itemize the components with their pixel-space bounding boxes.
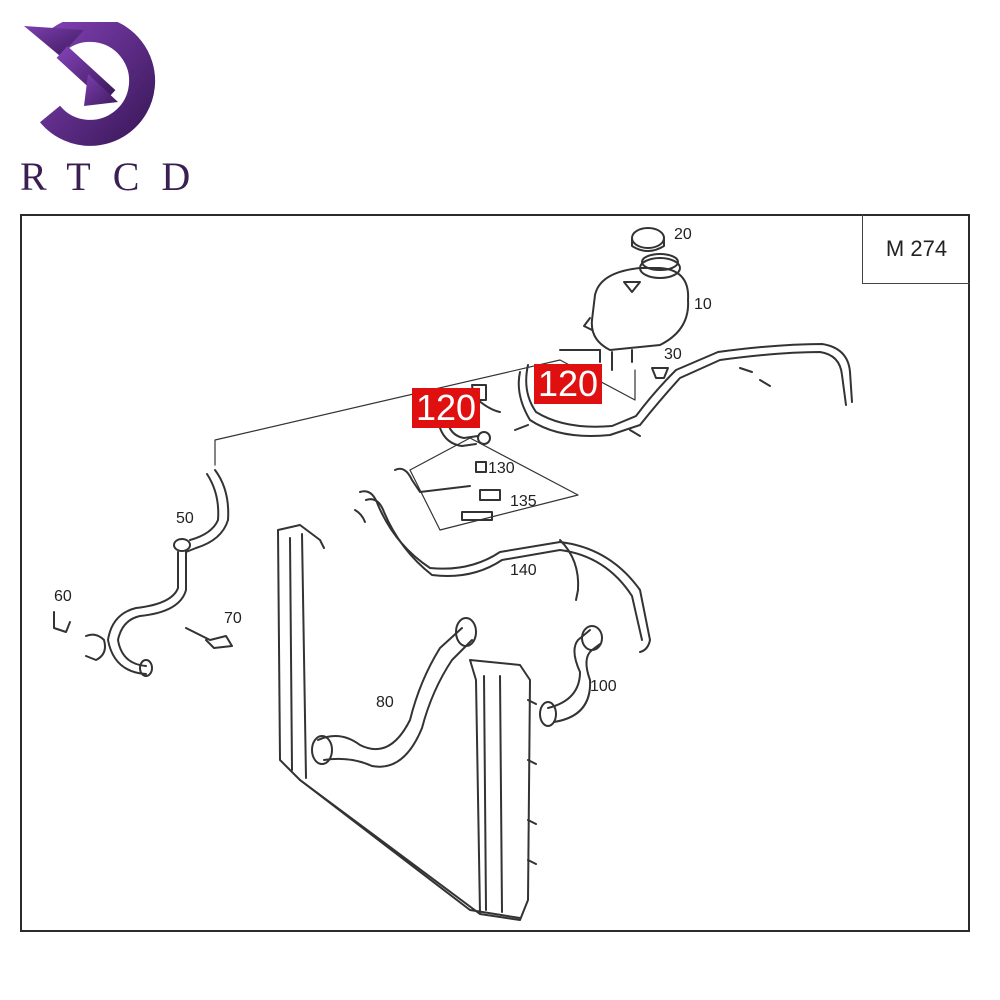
hose-50-part	[107, 469, 230, 677]
callout-100: 100	[590, 678, 617, 695]
tank-hose-line	[514, 343, 853, 437]
callout-70: 70	[224, 610, 242, 627]
callout-135: 135	[510, 493, 537, 510]
callout-80: 80	[376, 694, 394, 711]
callout-140: 140	[510, 562, 537, 579]
radiator-part	[277, 524, 537, 921]
small-hose-part	[439, 384, 501, 447]
rtcd-logo-icon	[24, 22, 156, 146]
callout-50: 50	[176, 510, 194, 527]
hose-140-part	[354, 467, 651, 653]
highlight-callout-120-left: 120	[412, 388, 481, 428]
expansion-tank-part	[583, 253, 690, 371]
clip-60-part	[53, 611, 106, 661]
hose-100-part	[539, 625, 603, 727]
callout-30: 30	[664, 346, 682, 363]
bracket-70-part	[185, 627, 233, 649]
connector-part	[461, 461, 501, 521]
logo-text: RTCD	[20, 154, 213, 199]
hose-80-part	[311, 617, 477, 768]
model-code: M 274	[862, 214, 970, 284]
callout-20: 20	[674, 226, 692, 243]
callout-60: 60	[54, 588, 72, 605]
sensor-part	[651, 367, 669, 379]
highlight-callout-120-right: 120	[534, 364, 603, 404]
leader-lines	[214, 359, 636, 531]
callout-130: 130	[488, 460, 515, 477]
tank-cap-part	[631, 227, 665, 252]
callout-10: 10	[694, 296, 712, 313]
